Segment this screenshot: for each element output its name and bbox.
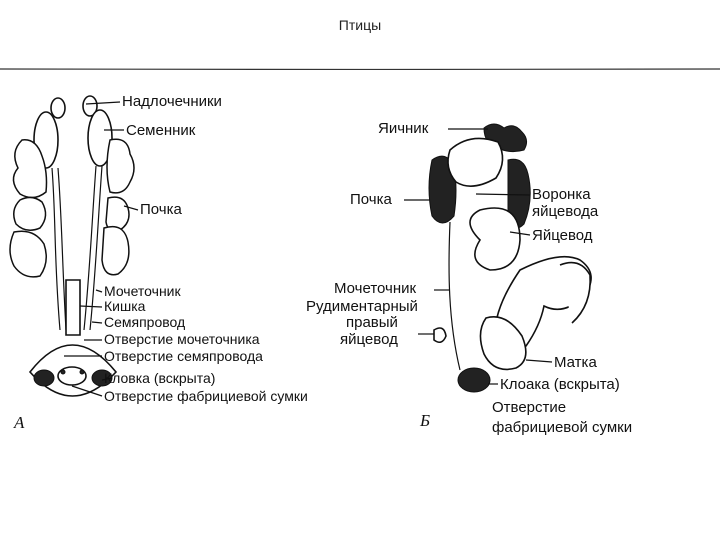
kidney-right-lower xyxy=(101,225,130,276)
label-rudiment-2: правый xyxy=(346,314,398,331)
label-oviduct: Яйцевод xyxy=(532,227,593,244)
ureter-right xyxy=(83,165,97,331)
label-bursa-opening-a: Отверстие фабрициевой сумки xyxy=(104,388,308,404)
label-vas-deferens: Семяпровод xyxy=(104,314,185,330)
oviduct-loop xyxy=(559,261,591,324)
kidney-right-middle xyxy=(105,196,130,232)
adrenal-right xyxy=(82,95,98,117)
kidney-left-middle xyxy=(13,196,47,231)
panel-letter-a: А xyxy=(13,413,25,432)
vas-opening-dot xyxy=(60,369,66,375)
kidney-left-lower xyxy=(9,230,47,278)
panel-a-illustration xyxy=(9,95,135,397)
ureter-left xyxy=(51,167,61,331)
panel-a-leaders xyxy=(64,101,139,397)
testis-right xyxy=(87,109,113,167)
uterus xyxy=(479,316,527,371)
top-divider-line xyxy=(0,68,720,70)
label-adrenal: Надлочечники xyxy=(122,93,222,110)
rudimentary-oviduct xyxy=(433,327,447,344)
label-kidney-b: Почка xyxy=(350,191,393,208)
oviduct-funnel xyxy=(447,137,504,187)
oviduct-coil-upper xyxy=(469,207,521,271)
panel-letter-b: Б xyxy=(419,411,430,430)
label-cloaca-b: Клоака (вскрыта) xyxy=(500,376,620,393)
panel-b-illustration xyxy=(428,123,592,393)
label-funnel-2: яйцевода xyxy=(532,203,599,220)
intestine xyxy=(65,279,81,336)
adrenal-left xyxy=(50,97,66,119)
panel-b-leaders xyxy=(404,128,553,385)
vas-deferens-right xyxy=(89,165,103,331)
cloaca-wall-left xyxy=(33,369,55,387)
kidney-right-upper xyxy=(106,138,135,194)
vas-deferens-left xyxy=(57,167,67,331)
label-ovary: Яичник xyxy=(378,120,429,137)
label-testis: Семенник xyxy=(126,122,196,139)
label-vas-opening: Отверстие семяпровода xyxy=(104,348,263,364)
label-kidney-a: Почка xyxy=(140,201,183,218)
label-uterus: Матка xyxy=(554,354,597,371)
label-funnel-1: Воронка xyxy=(532,186,591,203)
slide-title: Птицы xyxy=(338,17,382,33)
label-ureter-b: Мочеточник xyxy=(334,280,417,297)
label-intestine: Кишка xyxy=(104,298,146,314)
label-rudiment-1: Рудиментарный xyxy=(306,298,418,315)
cloaca-b xyxy=(457,367,491,393)
label-cloaca-a: Кловка (вскрыта) xyxy=(104,370,215,386)
ureter-b xyxy=(448,221,461,371)
ureter-opening-dot xyxy=(79,369,85,375)
label-rudiment-3: яйцевод xyxy=(340,331,398,348)
label-bursa-2: фабрициевой сумки xyxy=(492,419,632,436)
label-bursa-1: Отверстие xyxy=(492,399,566,416)
label-ureter-a: Мочеточник xyxy=(104,283,181,299)
label-ureter-opening: Отверстие мочеточника xyxy=(104,331,260,347)
